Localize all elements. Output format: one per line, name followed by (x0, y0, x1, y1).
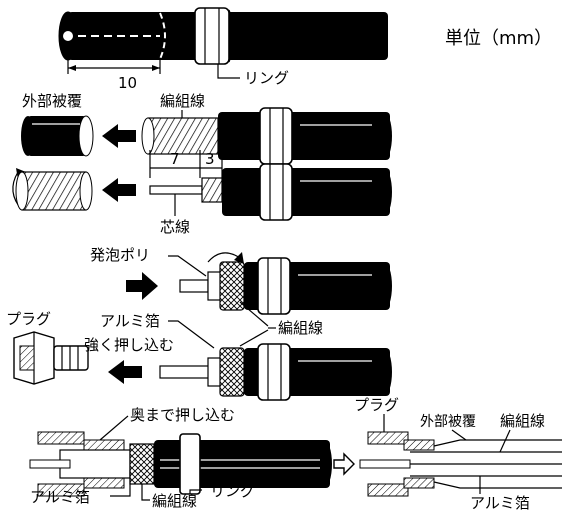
alu-foil-label-3: アルミ箔 (470, 494, 530, 512)
dimension-7-3: 7 3 (149, 150, 223, 178)
dimension-3-label: 3 (205, 150, 215, 168)
outer-sheath-label-2: 外部被覆 (420, 414, 476, 430)
plug-1 (13, 331, 89, 385)
braid-label-4: 編組線 (500, 412, 545, 430)
plug-label-1: プラグ (6, 310, 51, 328)
braid-label-2: 編組線 (278, 319, 323, 337)
arrow-right-icon (126, 272, 158, 300)
core-label: 芯線 (160, 218, 190, 236)
dimension-10: 10 (67, 60, 161, 92)
step5-cable (159, 343, 392, 401)
ring-top-label: リング (244, 69, 289, 87)
braid-label-3: 編組線 (152, 492, 197, 510)
alu-foil-leader-1 (168, 320, 215, 349)
ring-top-leader (217, 64, 240, 79)
foam-poly-leader (168, 255, 207, 277)
arrow-left-icon (102, 124, 136, 148)
ring-bottom-leader (189, 489, 202, 494)
braid-leader-2b (239, 329, 269, 347)
alu-foil-label-2: アルミ箔 (30, 488, 90, 506)
step3-cable (149, 163, 392, 221)
step2-cable (141, 107, 392, 165)
step4-cable (179, 257, 392, 315)
braid-label-1: 編組線 (160, 92, 205, 110)
braid-leader-3 (141, 484, 150, 501)
unit-label: 単位（mm） (445, 28, 552, 49)
hollow-arrow-right-icon (333, 452, 355, 476)
alu-foil-leader-2 (110, 470, 131, 497)
foam-poly-label: 発泡ポリ (90, 246, 150, 264)
rotate-arrow-icon-2 (207, 252, 244, 264)
push-all-the-way-label: 奥まで押し込む (130, 406, 235, 424)
push-leader (99, 415, 129, 441)
braid-leader-2a (239, 301, 269, 327)
ring-bottom-label: リング (210, 482, 255, 500)
cross-section-assembly (29, 431, 332, 497)
outer-sheath-label: 外部被覆 (22, 92, 82, 110)
plug-label-2: プラグ (354, 396, 399, 414)
outer-sheath-leader-2 (451, 429, 467, 441)
dimension-7-label: 7 (170, 150, 180, 168)
alu-foil-label-1: アルミ箔 (100, 312, 160, 330)
push-in-hard-label: 強く押し込む (84, 336, 174, 354)
step1-cable (58, 7, 388, 65)
arrow-left-icon-2 (102, 178, 136, 202)
finished-plug-section (359, 431, 562, 497)
braid-leader-4 (499, 429, 511, 453)
dimension-10-label: 10 (118, 74, 137, 92)
removed-sheath-piece (21, 115, 94, 157)
twisted-braid-piece (15, 171, 93, 211)
arrow-left-icon-3 (108, 360, 142, 384)
